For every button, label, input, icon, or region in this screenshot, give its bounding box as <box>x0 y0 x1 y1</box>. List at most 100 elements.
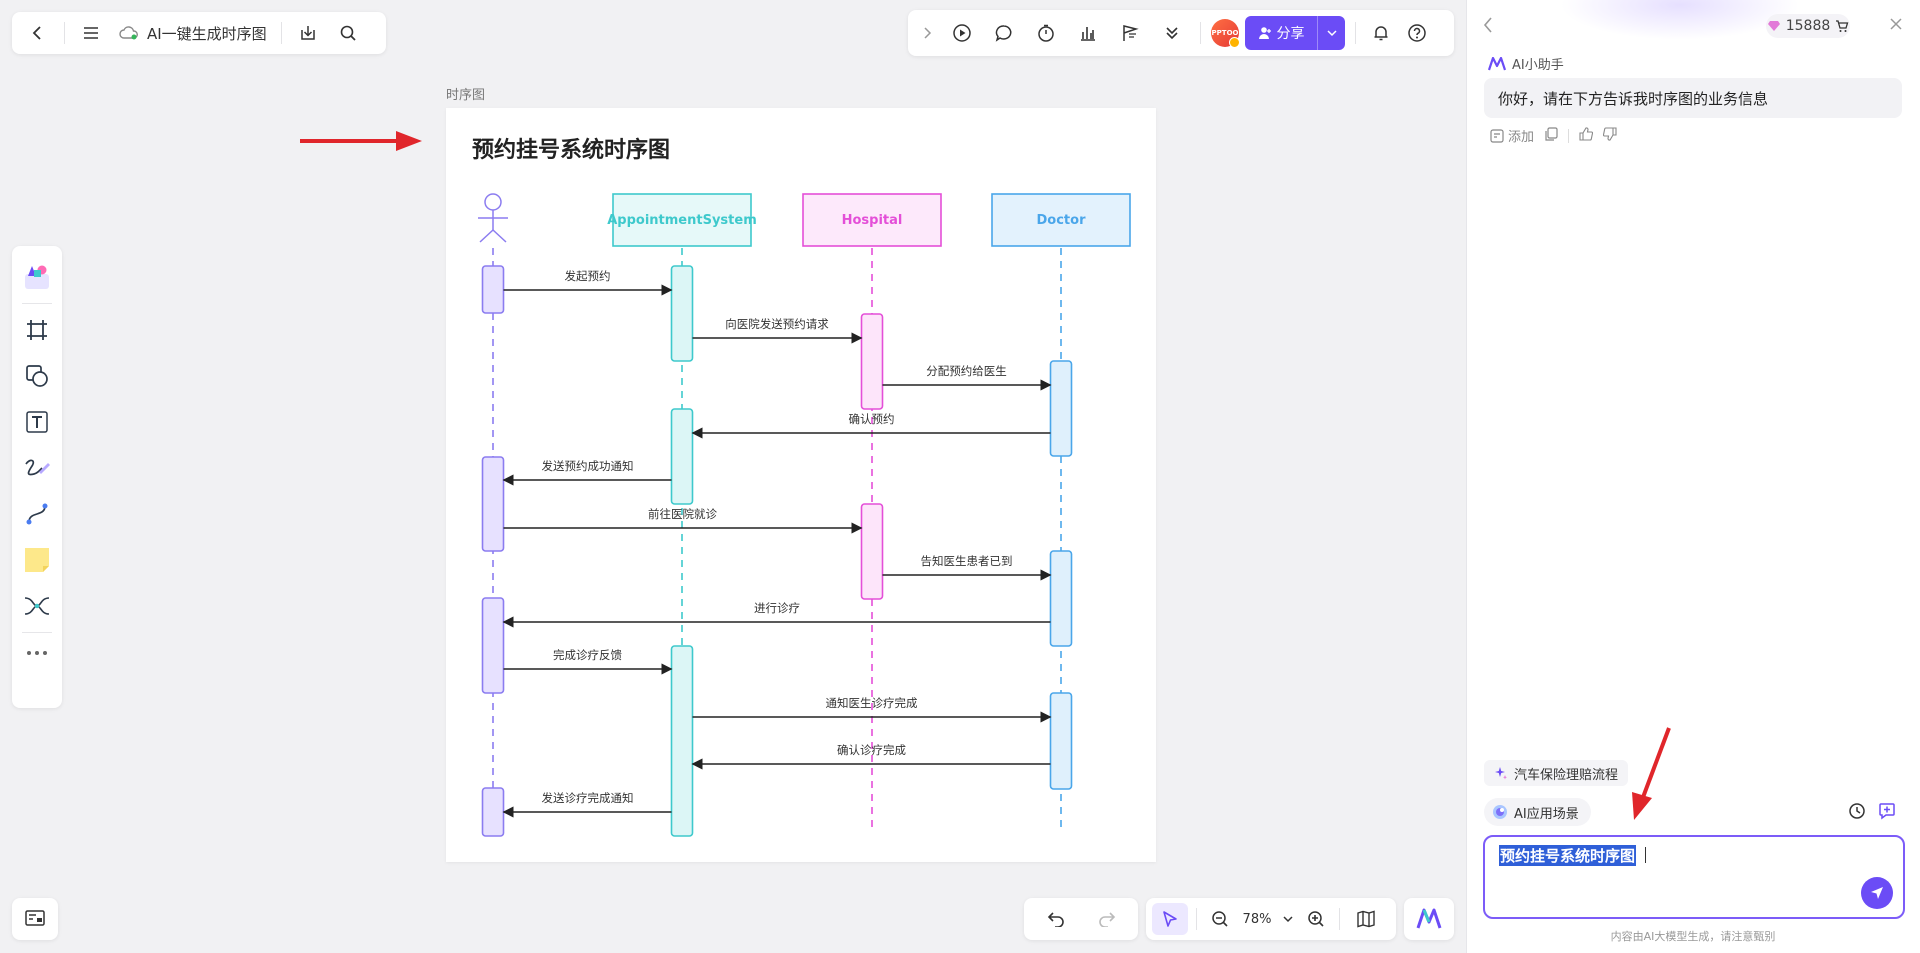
vote-button[interactable] <box>1112 17 1148 49</box>
sparkle-icon <box>1495 767 1507 780</box>
select-tool-button[interactable] <box>1152 903 1188 935</box>
frame-label[interactable]: 时序图 <box>446 88 486 103</box>
divider <box>280 22 282 44</box>
prompt-input-text[interactable]: 预约挂号系统时序图 <box>1499 845 1637 866</box>
minimap-icon <box>25 910 45 926</box>
participant-rect <box>802 193 942 247</box>
send-button[interactable] <box>1861 877 1893 909</box>
map-view-button[interactable] <box>1348 903 1384 935</box>
ai-scene-label: AI应用场景 <box>1514 806 1579 822</box>
copy-button[interactable] <box>1544 126 1558 145</box>
new-chat-button[interactable] <box>1878 802 1896 824</box>
assistant-message-text: 你好，请在下方告诉我时序图的业务信息 <box>1498 89 1769 108</box>
redo-button[interactable] <box>1089 903 1125 935</box>
panel-back-button[interactable] <box>1482 16 1494 38</box>
document-title-text: AI一键生成时序图 <box>147 24 267 43</box>
actor-head <box>484 193 502 211</box>
menu-icon <box>84 27 98 39</box>
back-button[interactable] <box>20 17 56 49</box>
zoom-in-icon <box>1308 911 1324 927</box>
comment-button[interactable] <box>986 17 1022 49</box>
pen-tool[interactable] <box>17 445 57 491</box>
assistant-name: AI小助手 <box>1512 58 1564 73</box>
ai-assistant-button[interactable] <box>1404 898 1454 940</box>
zoom-out-button[interactable] <box>1205 903 1235 935</box>
assistant-header: AI小助手 <box>1488 54 1564 73</box>
mindmap-tool[interactable] <box>17 583 57 629</box>
zoom-level[interactable]: 78% <box>1242 911 1272 927</box>
frame-tool[interactable] <box>17 307 57 353</box>
collapse-toolbar-button[interactable] <box>916 17 938 49</box>
close-panel-button[interactable] <box>1888 16 1904 36</box>
activation-bar <box>481 456 505 552</box>
activation-bar <box>1049 360 1073 457</box>
gem-icon <box>1767 21 1780 31</box>
message-label: 前往医院就诊 <box>648 507 717 521</box>
share-button[interactable]: 分享 <box>1245 16 1345 50</box>
menu-button[interactable] <box>73 17 109 49</box>
chevron-down-icon <box>1283 916 1293 923</box>
ai-logo-icon <box>1488 56 1506 70</box>
suggestion-chip[interactable]: 汽车保险理赔流程 <box>1484 760 1629 786</box>
activation-bar <box>860 313 884 410</box>
zoom-dropdown-button[interactable] <box>1279 903 1297 935</box>
suggestion-text: 汽车保险理赔流程 <box>1514 767 1619 783</box>
ai-scene-chip[interactable]: AI应用场景 <box>1484 798 1591 826</box>
minimap-toggle-button[interactable] <box>12 898 58 940</box>
download-button[interactable] <box>290 17 326 49</box>
divider <box>64 22 65 44</box>
activation-bar <box>670 645 694 837</box>
divider <box>1196 908 1197 930</box>
divider <box>22 632 52 633</box>
like-button[interactable] <box>1579 126 1594 145</box>
chart-button[interactable] <box>1070 17 1106 49</box>
zoom-in-button[interactable] <box>1301 903 1331 935</box>
help-icon <box>1408 24 1426 42</box>
message-label: 向医院发送预约请求 <box>725 317 829 331</box>
templates-icon <box>25 265 49 289</box>
sequence-diagram[interactable]: AppointmentSystem Hospital Doctor 发起预约向医院发… <box>446 108 1156 862</box>
pen-icon <box>25 459 50 476</box>
undo-button[interactable] <box>1038 903 1074 935</box>
templates-tool[interactable] <box>17 254 57 300</box>
avatar[interactable]: PPTOO <box>1211 19 1240 48</box>
play-icon <box>953 24 971 42</box>
message-label: 通知医生诊疗完成 <box>826 696 918 710</box>
share-dropdown-button[interactable] <box>1317 16 1345 50</box>
double-chevron-down-icon <box>1166 27 1178 40</box>
message-label: 发起预约 <box>565 269 611 283</box>
sticky-note-tool[interactable] <box>17 537 57 583</box>
message-label: 进行诊疗 <box>754 601 800 615</box>
chevron-left-icon <box>32 26 41 40</box>
divider <box>1568 128 1570 143</box>
more-tools-button[interactable] <box>1154 17 1190 49</box>
participant-label: Hospital <box>842 213 903 228</box>
participant-box: Doctor <box>991 193 1131 247</box>
participant-label: AppointmentSystem <box>607 213 757 228</box>
ai-logo-icon <box>1416 908 1442 929</box>
prompt-input[interactable]: 预约挂号系统时序图 <box>1483 835 1905 919</box>
document-title[interactable]: AI一键生成时序图 <box>113 23 273 44</box>
more-tools-button[interactable] <box>17 636 57 670</box>
activation-bar <box>481 597 505 694</box>
divider <box>1339 908 1340 930</box>
diagram-title[interactable]: 预约挂号系统时序图 <box>472 138 671 163</box>
present-button[interactable] <box>944 17 980 49</box>
participant-box: AppointmentSystem <box>607 193 757 247</box>
connector-tool[interactable] <box>17 491 57 537</box>
share-main-button[interactable]: 分享 <box>1245 16 1317 50</box>
cursor-icon <box>1163 911 1177 927</box>
credits-badge[interactable]: 15888 <box>1766 14 1850 38</box>
timer-button[interactable] <box>1028 17 1064 49</box>
add-to-canvas-button[interactable]: 添加 <box>1490 126 1534 145</box>
flag-icon <box>1123 25 1139 41</box>
dislike-button[interactable] <box>1602 126 1617 145</box>
history-button[interactable] <box>1848 802 1866 824</box>
help-button[interactable] <box>1402 17 1432 49</box>
notifications-button[interactable] <box>1366 17 1396 49</box>
text-tool[interactable] <box>17 399 57 445</box>
shape-tool[interactable] <box>17 353 57 399</box>
ai-scene-icon <box>1493 805 1507 819</box>
participant-rect <box>612 193 752 247</box>
search-button[interactable] <box>330 17 366 49</box>
